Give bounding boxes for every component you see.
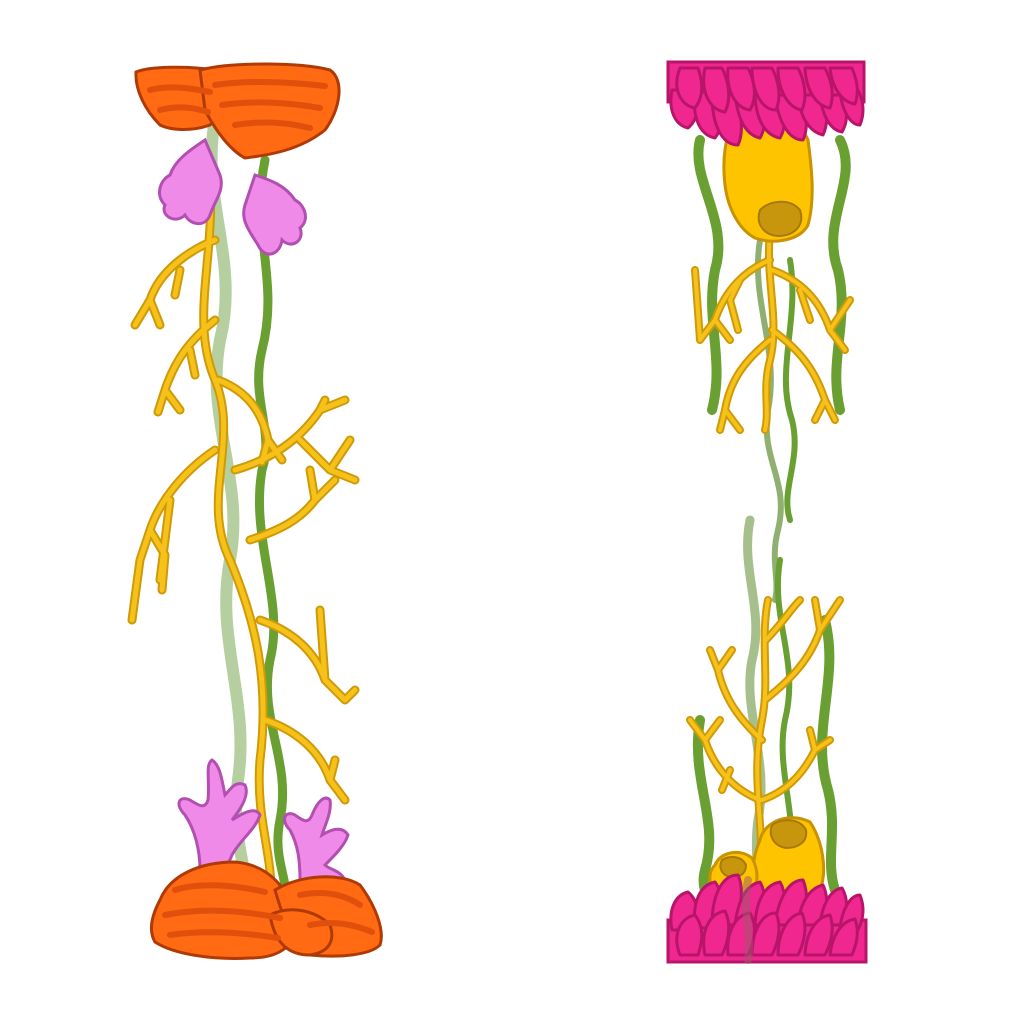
left-yellow-branch-coral: [127, 175, 360, 905]
right-yellow-branch-coral-bottom: [686, 596, 844, 884]
left-orange-rock-bottom: [149, 860, 383, 960]
left-pink-coral-top: [158, 137, 307, 256]
right-magenta-anemone-top: [666, 60, 866, 147]
left-coral-column: [127, 62, 383, 960]
right-magenta-anemone-bottom: [666, 873, 868, 964]
left-orange-rock-top: [134, 62, 341, 160]
left-pink-coral-bottom: [177, 758, 350, 897]
right-anemone-column: [666, 60, 868, 964]
right-yellow-branch-coral-top: [691, 226, 854, 434]
